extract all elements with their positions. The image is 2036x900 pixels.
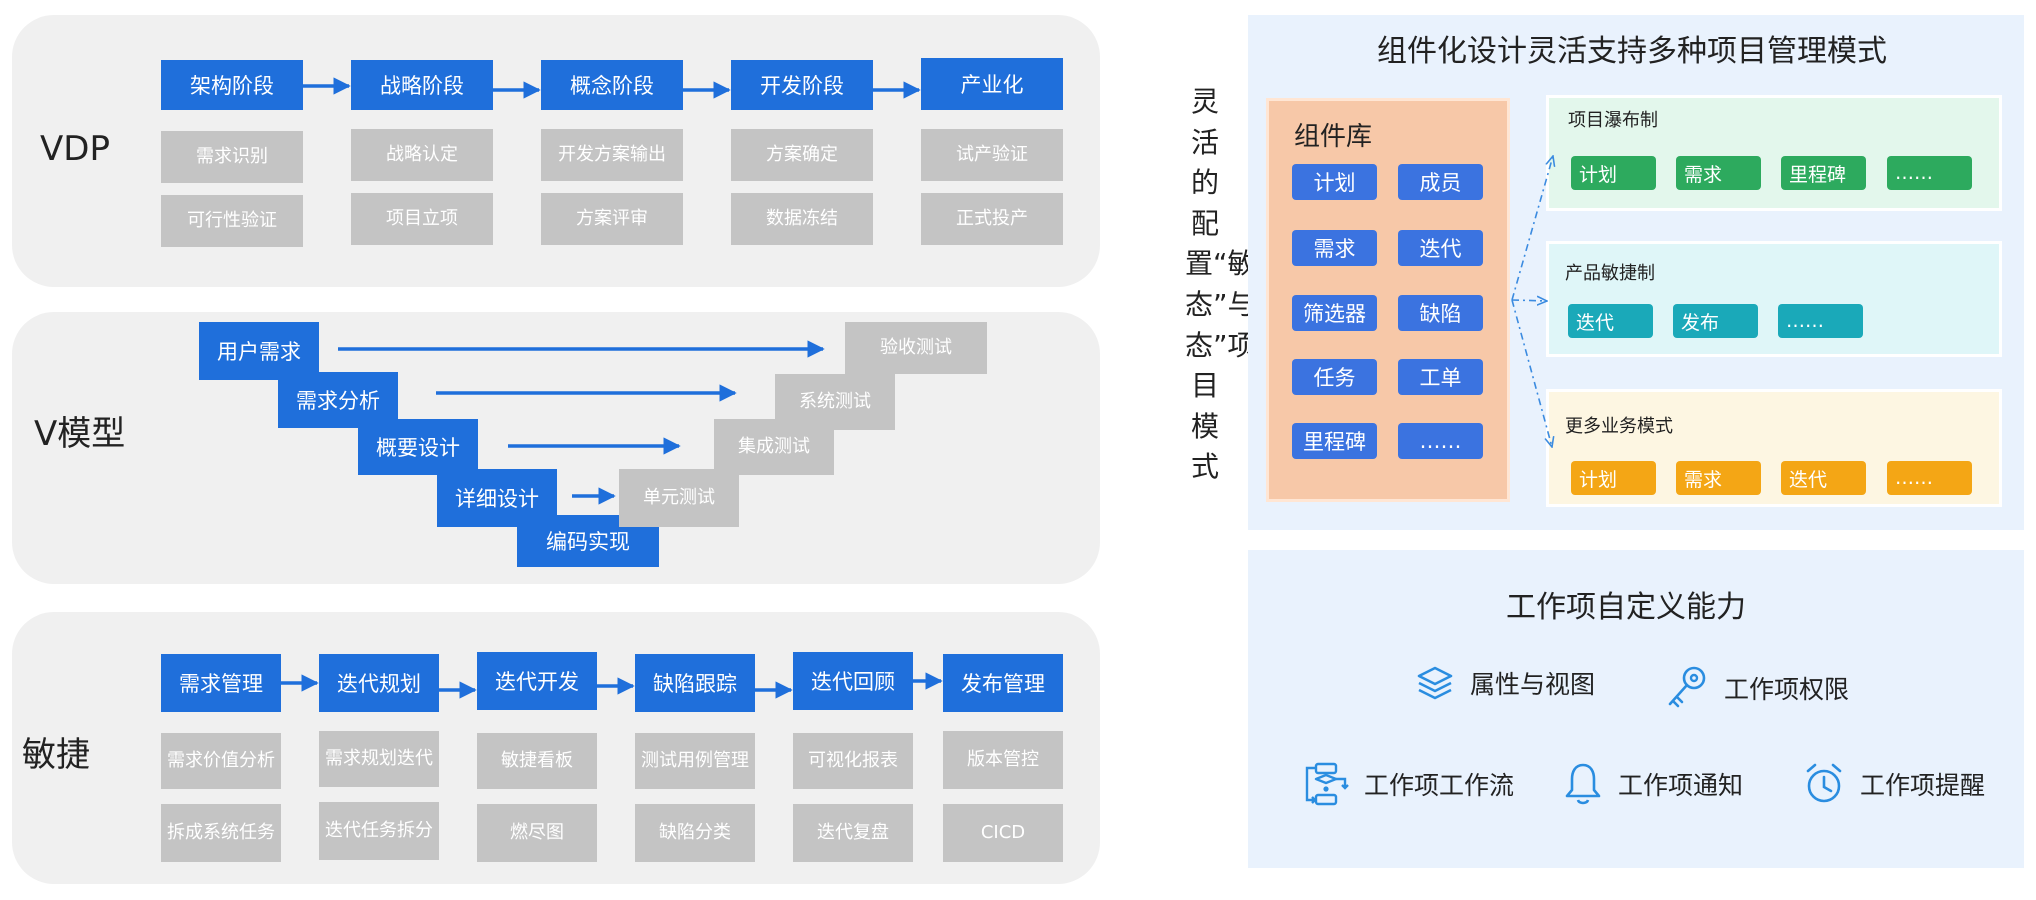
library-chip: 缺陷	[1398, 295, 1483, 331]
vdp-stage: 产业化	[921, 58, 1063, 110]
mode-chip: 发布	[1673, 304, 1758, 338]
agile-stage: 发布管理	[943, 654, 1063, 712]
agile-task: 可视化报表	[793, 733, 913, 789]
bell-icon	[1565, 763, 1601, 805]
key-icon	[1668, 666, 1706, 708]
mode-chip: 需求	[1676, 156, 1761, 190]
library-chip: 计划	[1292, 164, 1377, 200]
agile-task: CICD	[943, 804, 1063, 862]
mode-title: 项目瀑布制	[1568, 110, 1658, 131]
agile-task: 迭代任务拆分	[319, 802, 439, 860]
mode-chip: 里程碑	[1781, 156, 1866, 190]
vdp-stage: 开发阶段	[731, 60, 873, 110]
agile-task: 版本管控	[943, 731, 1063, 789]
vdp-task: 方案评审	[541, 193, 683, 245]
agile-stage: 迭代开发	[477, 652, 597, 710]
library-chip: 里程碑	[1292, 423, 1377, 459]
mode-chip: 迭代	[1568, 304, 1653, 338]
workflow-icon	[1305, 762, 1349, 806]
agile-stage: 迭代回顾	[793, 652, 913, 710]
feature-label: 属性与视图	[1470, 670, 1596, 699]
vdp-task: 数据冻结	[731, 193, 873, 245]
feature-label: 工作项权限	[1724, 675, 1850, 704]
vdp-stage: 战略阶段	[351, 60, 493, 110]
vmodel-label: V模型	[34, 414, 126, 454]
vertical-caption: 灵活的配置“敏态”与“稳态”项目模式	[1185, 85, 1299, 484]
feature-item: 工作项通知	[1562, 760, 1743, 808]
vmodel-left-step: 需求分析	[278, 372, 398, 428]
feature-label: 工作项工作流	[1364, 771, 1515, 800]
custom-panel	[1248, 550, 2024, 868]
agile-label: 敏捷	[22, 735, 90, 775]
agile-task: 拆成系统任务	[161, 804, 281, 862]
custom-title: 工作项自定义能力	[1506, 590, 1746, 625]
agile-stage: 需求管理	[161, 654, 281, 712]
vdp-task: 可行性验证	[161, 195, 303, 247]
agile-task: 燃尽图	[477, 804, 597, 862]
feature-label: 工作项通知	[1618, 771, 1744, 800]
vdp-task: 试产验证	[921, 129, 1063, 181]
alarm-clock-icon	[1806, 763, 1842, 803]
vmodel-right-step: 单元测试	[619, 469, 739, 527]
library-chip: 工单	[1398, 359, 1483, 395]
feature-item: 工作项工作流	[1302, 760, 1514, 808]
vdp-label: VDP	[40, 129, 110, 169]
vdp-task: 战略认定	[351, 129, 493, 181]
library-chip: 需求	[1292, 230, 1377, 266]
vmodel-right-step: 验收测试	[845, 322, 987, 374]
layers-icon	[1417, 666, 1453, 700]
vmodel-left-step: 概要设计	[358, 419, 478, 475]
library-chip: ……	[1398, 423, 1483, 459]
mode-chip: 需求	[1676, 461, 1761, 495]
vdp-task: 方案确定	[731, 129, 873, 181]
agile-stage: 迭代规划	[319, 654, 439, 712]
library-chip: 成员	[1398, 164, 1483, 200]
component-title: 组件化设计灵活支持多种项目管理模式	[1377, 34, 1887, 69]
mode-title: 更多业务模式	[1565, 416, 1673, 437]
agile-task: 迭代复盘	[793, 804, 913, 862]
feature-item: 属性与视图	[1414, 662, 1595, 704]
agile-task: 需求规划迭代	[319, 731, 439, 787]
agile-task: 测试用例管理	[635, 733, 755, 789]
mode-chip: 计划	[1571, 461, 1656, 495]
mode-waterfall	[1546, 95, 2002, 211]
mode-chip: 计划	[1571, 156, 1656, 190]
agile-task: 缺陷分类	[635, 804, 755, 862]
vdp-task: 正式投产	[921, 193, 1063, 245]
agile-stage: 缺陷跟踪	[635, 654, 755, 712]
library-title: 组件库	[1294, 122, 1373, 152]
mode-title: 产品敏捷制	[1565, 263, 1655, 284]
feature-item: 工作项权限	[1664, 662, 1849, 714]
mode-chip: 迭代	[1781, 461, 1866, 495]
feature-item: 工作项提醒	[1802, 760, 1985, 808]
library-chip: 筛选器	[1292, 295, 1377, 331]
vdp-stage: 架构阶段	[161, 60, 303, 110]
agile-task: 需求价值分析	[161, 733, 281, 789]
vmodel-right-step: 集成测试	[714, 419, 834, 475]
mode-chip: ……	[1887, 461, 1972, 495]
feature-label: 工作项提醒	[1860, 771, 1986, 800]
flow-arrows	[281, 77, 943, 699]
mode-chip: ……	[1778, 304, 1863, 338]
vdp-task: 开发方案输出	[541, 129, 683, 181]
library-chip: 任务	[1292, 359, 1377, 395]
vmodel-left-step: 用户需求	[199, 322, 319, 380]
mode-chip: ……	[1887, 156, 1972, 190]
library-chip: 迭代	[1398, 230, 1483, 266]
vdp-task: 项目立项	[351, 193, 493, 245]
vdp-stage: 概念阶段	[541, 60, 683, 110]
agile-task: 敏捷看板	[477, 733, 597, 789]
vdp-task: 需求识别	[161, 131, 303, 183]
